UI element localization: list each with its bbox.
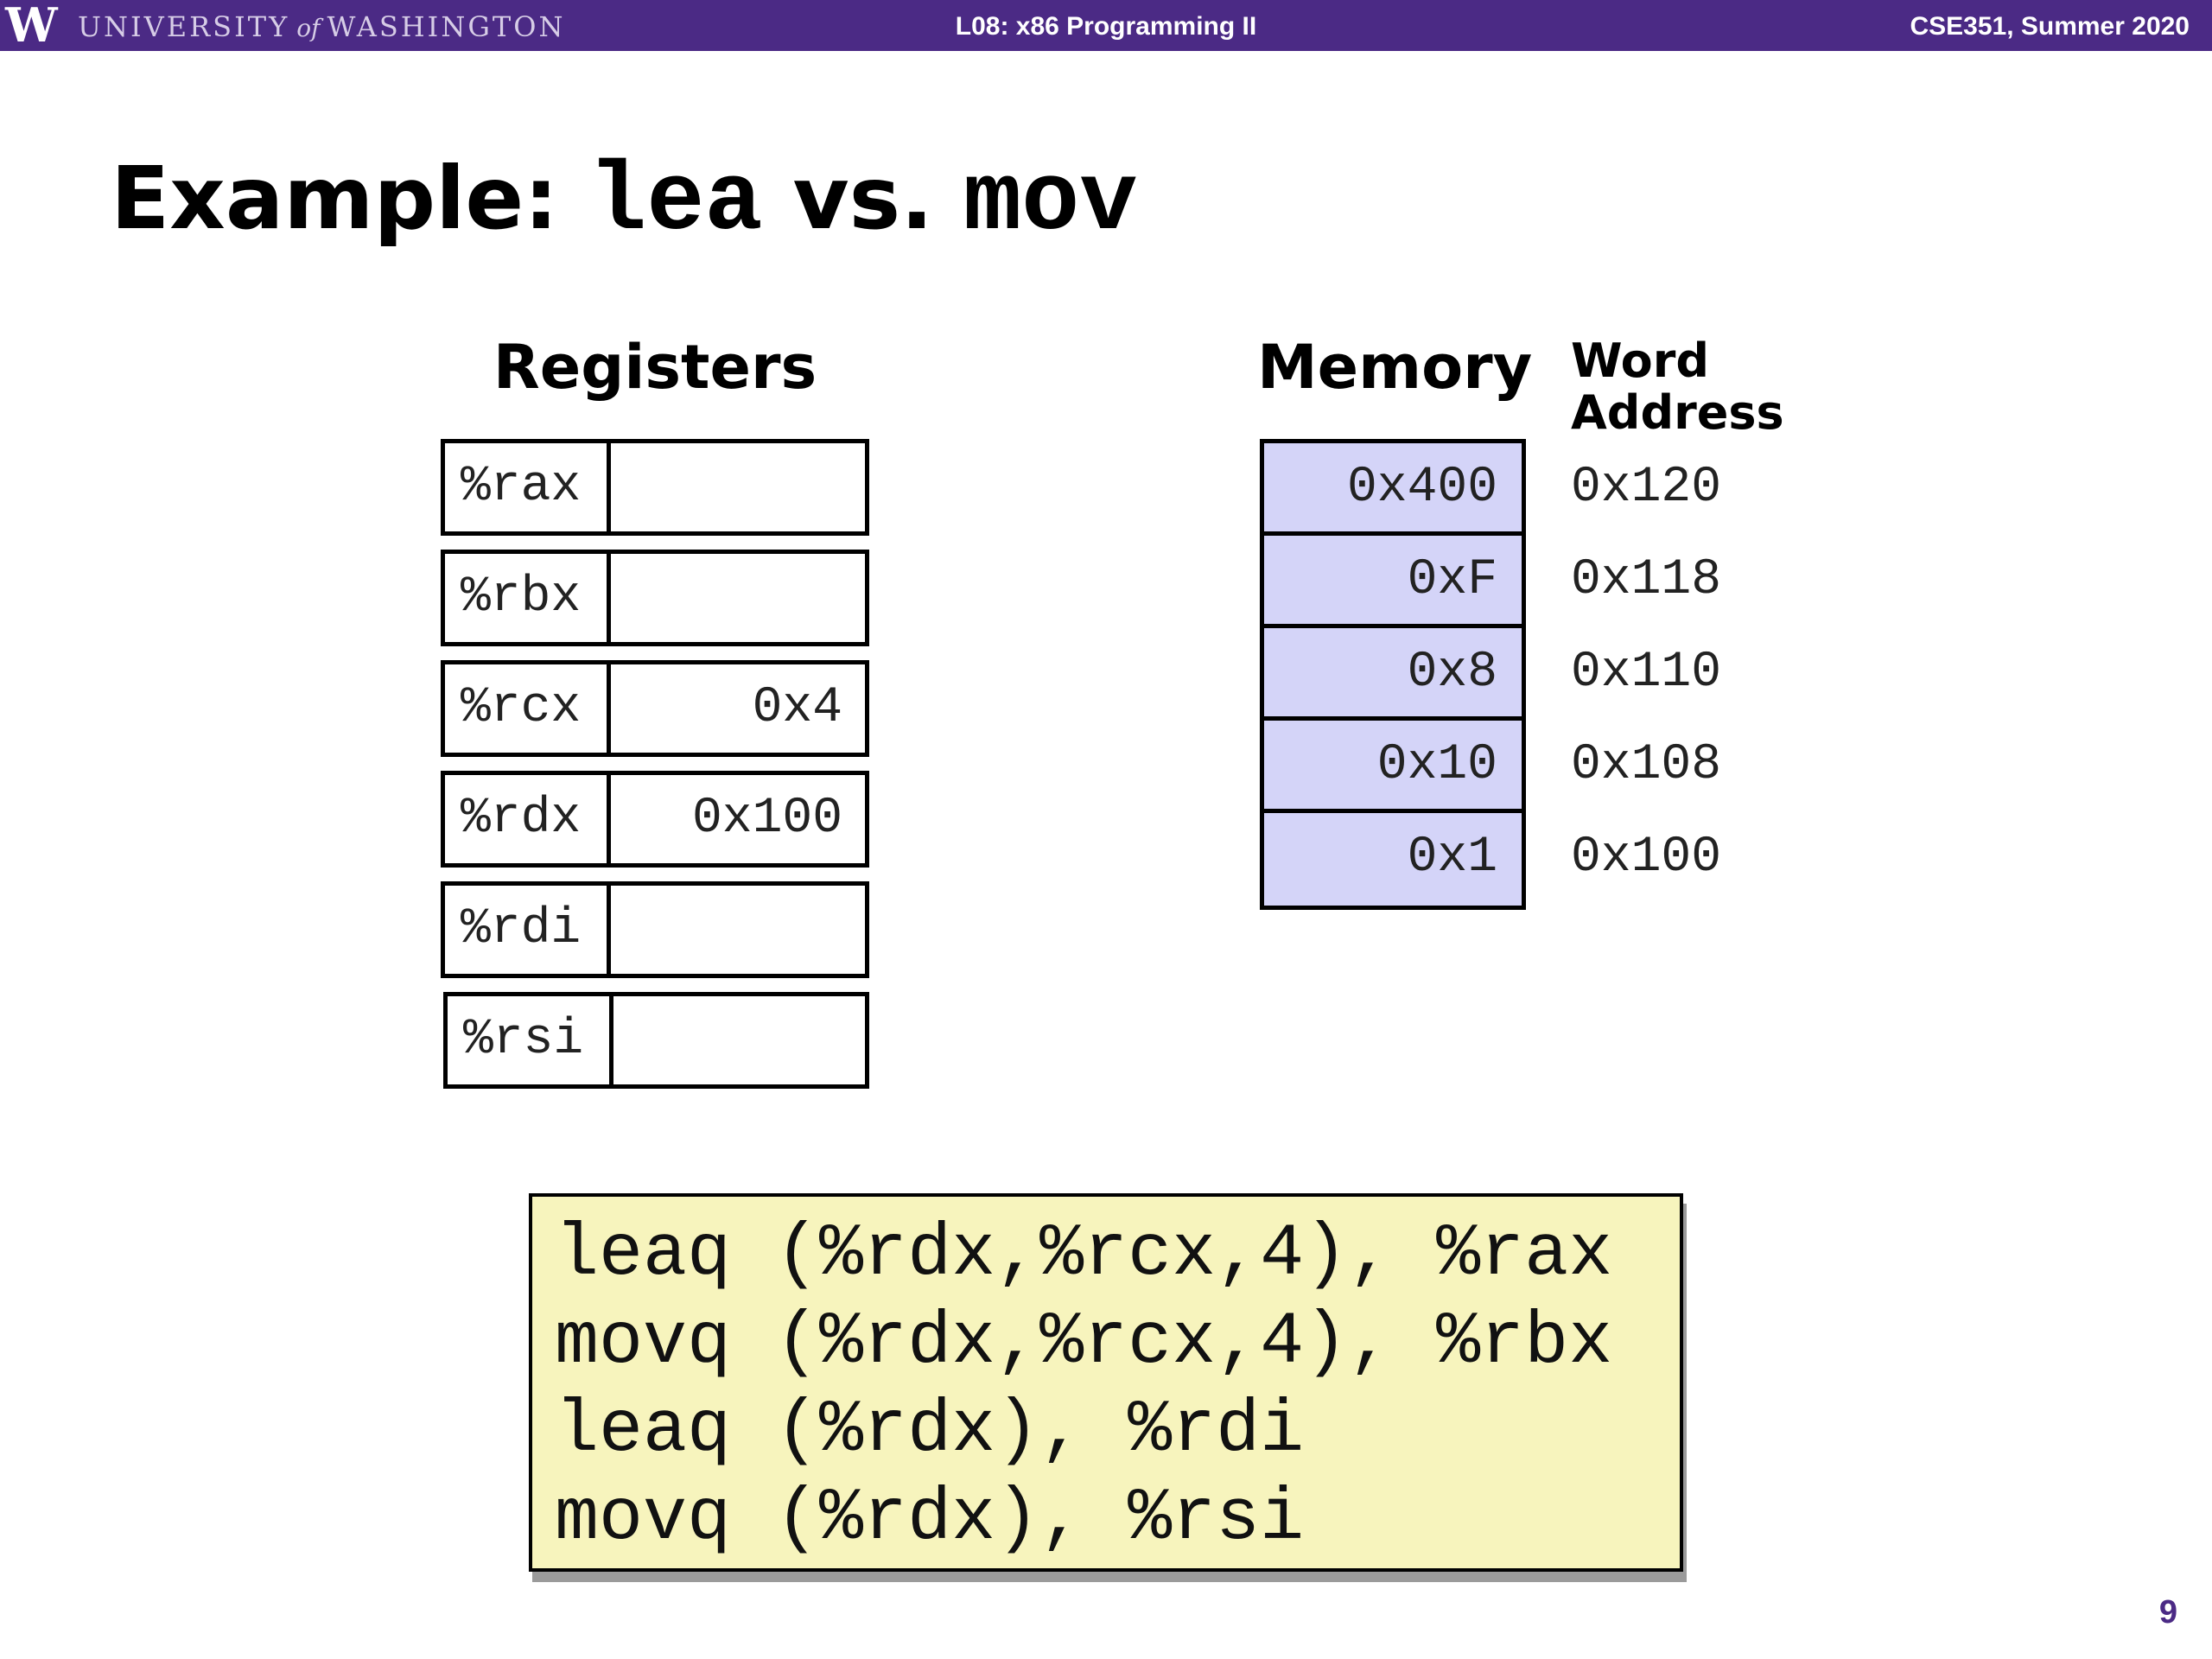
title-op-lea: lea	[588, 148, 763, 257]
memory-address: 0x120	[1571, 460, 1722, 516]
register-name: %rsi	[448, 996, 613, 1084]
memory-address: 0x110	[1571, 645, 1722, 701]
register-row-rax: %rax	[441, 439, 869, 536]
memory-column: 0x400 0xF 0x8 0x10 0x1	[1260, 439, 1526, 910]
address-column: 0x120 0x118 0x110 0x108 0x100	[1571, 443, 1721, 906]
register-name: %rdi	[445, 886, 611, 974]
register-row-rcx: %rcx 0x4	[441, 660, 869, 757]
code-line: movq (%rdx,%rcx,4), %rbx	[555, 1300, 1613, 1384]
uw-logo: W	[5, 0, 58, 53]
code-line: leaq (%rdx,%rcx,4), %rax	[555, 1212, 1613, 1296]
memory-cell: 0x400	[1264, 443, 1522, 536]
memory-cell: 0xF	[1264, 536, 1522, 628]
register-row-rdi: %rdi	[441, 881, 869, 978]
register-value	[613, 996, 865, 1084]
university-wordmark-post: WASHINGTON	[327, 10, 566, 43]
memory-address: 0x118	[1571, 552, 1722, 608]
register-row-rbx: %rbx	[441, 550, 869, 646]
memory-address: 0x108	[1571, 737, 1722, 793]
word-address-heading-line2: Address	[1571, 385, 1784, 440]
register-row-rsi: %rsi	[443, 992, 869, 1089]
course-name: CSE351, Summer 2020	[1910, 12, 2190, 41]
memory-heading: Memory	[1257, 332, 1533, 403]
university-wordmark-pre: UNIVERSITY	[78, 10, 290, 43]
code-line: leaq (%rdx), %rdi	[555, 1389, 1305, 1472]
slide-title: Example: lea vs. mov	[111, 138, 1138, 264]
register-row-rdx: %rdx 0x100	[441, 771, 869, 868]
register-name: %rax	[445, 443, 611, 531]
register-value	[611, 886, 865, 974]
memory-cell: 0x8	[1264, 628, 1522, 721]
word-address-heading: Word Address	[1571, 335, 1784, 439]
memory-cell: 0x10	[1264, 721, 1522, 813]
register-name: %rdx	[445, 775, 611, 863]
register-name: %rbx	[445, 554, 611, 642]
memory-cell: 0x1	[1264, 813, 1522, 906]
university-wordmark-of: of	[296, 14, 321, 42]
title-op-mov: mov	[963, 148, 1138, 257]
code-box: leaq (%rdx,%rcx,4), %rax movq (%rdx,%rcx…	[529, 1193, 1683, 1572]
register-value: 0x4	[752, 680, 842, 736]
lecture-title: L08: x86 Programming II	[955, 12, 1257, 41]
code-line: movq (%rdx), %rsi	[555, 1477, 1305, 1560]
register-value	[611, 554, 865, 642]
register-value: 0x100	[691, 791, 842, 847]
page-number: 9	[2158, 1594, 2177, 1630]
register-name: %rcx	[445, 664, 611, 753]
title-middle: vs.	[762, 148, 963, 249]
register-value	[611, 443, 865, 531]
memory-address: 0x100	[1571, 830, 1722, 886]
title-prefix: Example:	[111, 148, 588, 249]
word-address-heading-line1: Word	[1571, 334, 1710, 388]
registers-heading: Registers	[493, 332, 817, 403]
